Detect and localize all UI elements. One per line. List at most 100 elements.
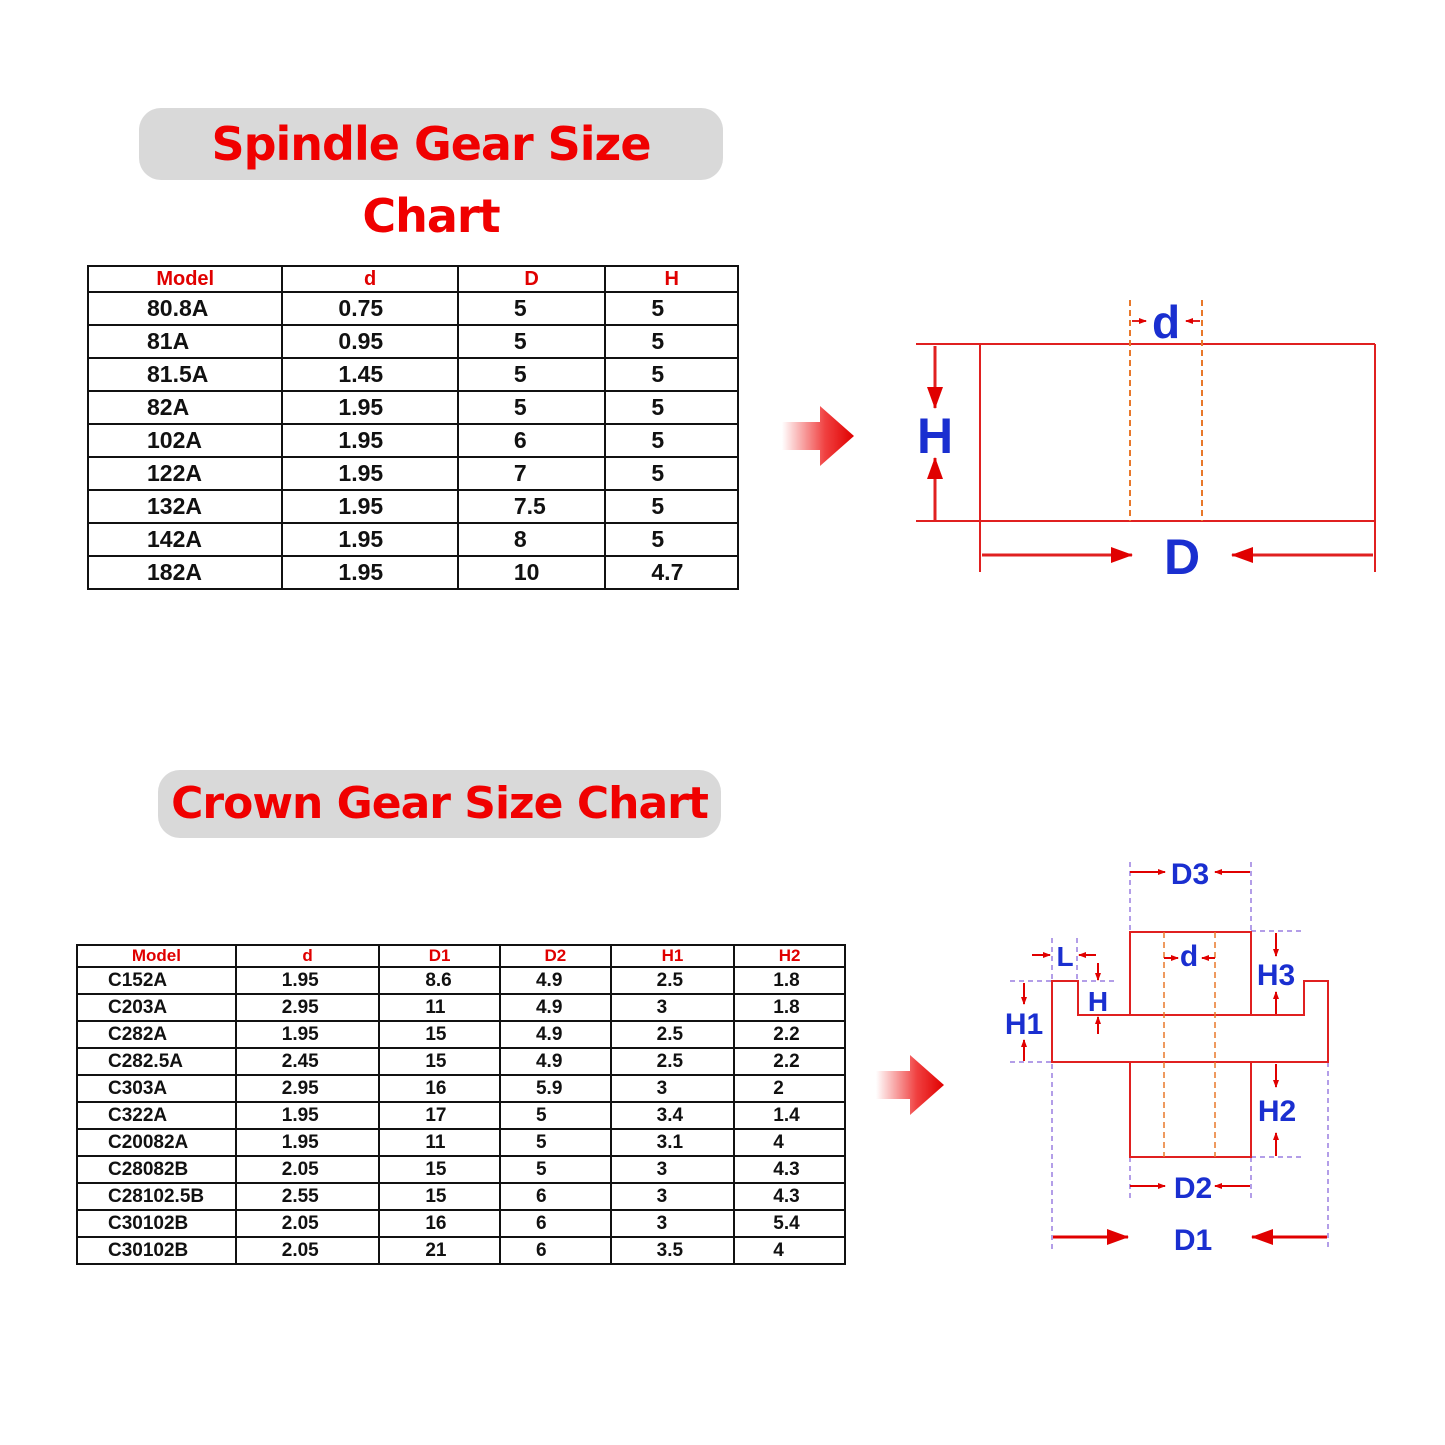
table-cell: 10 <box>456 555 607 590</box>
table-cell: 182A <box>86 555 284 590</box>
table-cell: 5 <box>604 291 739 326</box>
label-H: H <box>1088 986 1108 1017</box>
arrow-right-icon <box>876 1055 944 1115</box>
table-cell: 0.75 <box>281 291 459 326</box>
label-L: L <box>1056 941 1073 972</box>
table-cell: 4.9 <box>498 1047 612 1076</box>
crown-title: Crown Gear Size Chart <box>158 770 721 838</box>
arrow-right-icon <box>782 406 854 466</box>
table-cell: 5 <box>498 1101 612 1130</box>
table-cell: 1.95 <box>281 456 459 491</box>
table-cell: C20082A <box>76 1128 237 1157</box>
label-D3: D3 <box>1171 858 1209 891</box>
table-cell: 0.95 <box>281 324 459 359</box>
table-cell: 3.5 <box>609 1236 736 1265</box>
table-cell: 17 <box>378 1101 501 1130</box>
table-cell: 142A <box>86 522 284 557</box>
table-cell: C282A <box>76 1020 237 1049</box>
table-cell: 2.05 <box>234 1236 381 1265</box>
table-cell: 4.3 <box>733 1182 846 1211</box>
table-cell: 5 <box>456 390 607 425</box>
table-cell: 4 <box>733 1128 846 1157</box>
table-cell: 6 <box>498 1209 612 1238</box>
table-cell: 2.05 <box>234 1209 381 1238</box>
table-cell: 5 <box>604 357 739 392</box>
table-cell: 3 <box>609 993 736 1022</box>
table-cell: 5 <box>604 324 739 359</box>
table-cell: 2.45 <box>234 1047 381 1076</box>
table-cell: 81.5A <box>86 357 284 392</box>
table-cell: 2.5 <box>609 1047 736 1076</box>
table-cell: 5.9 <box>498 1074 612 1103</box>
label-H: H <box>917 408 953 464</box>
table-cell: 5 <box>604 489 739 524</box>
table-cell: 1.8 <box>733 966 846 995</box>
table-cell: C322A <box>76 1101 237 1130</box>
table-cell: 102A <box>86 423 284 458</box>
table-cell: 2.95 <box>234 993 381 1022</box>
table-cell: 1.95 <box>234 966 381 995</box>
table-cell: 5 <box>456 291 607 326</box>
table-cell: 8 <box>456 522 607 557</box>
table-cell: 5 <box>604 522 739 557</box>
label-H3: H3 <box>1257 959 1295 992</box>
table-cell: 6 <box>498 1182 612 1211</box>
table-cell: 1.45 <box>281 357 459 392</box>
column-header: Model <box>86 265 284 293</box>
table-cell: C28082B <box>76 1155 237 1184</box>
table-cell: 7 <box>456 456 607 491</box>
column-header: H2 <box>733 944 846 968</box>
table-cell: 80.8A <box>86 291 284 326</box>
table-cell: 3.1 <box>609 1128 736 1157</box>
table-cell: 5 <box>604 423 739 458</box>
table-cell: 4.3 <box>733 1155 846 1184</box>
table-cell: 1.95 <box>234 1020 381 1049</box>
table-cell: 1.95 <box>281 390 459 425</box>
column-header: d <box>281 265 459 293</box>
table-cell: 5 <box>456 357 607 392</box>
table-cell: C203A <box>76 993 237 1022</box>
table-cell: C303A <box>76 1074 237 1103</box>
table-cell: 6 <box>498 1236 612 1265</box>
table-cell: 4.9 <box>498 966 612 995</box>
column-header: H <box>604 265 739 293</box>
table-cell: 3 <box>609 1074 736 1103</box>
label-d: d <box>1152 296 1180 348</box>
table-cell: 15 <box>378 1020 501 1049</box>
table-cell: 1.95 <box>281 489 459 524</box>
column-header: Model <box>76 944 237 968</box>
table-cell: C282.5A <box>76 1047 237 1076</box>
table-cell: C30102B <box>76 1236 237 1265</box>
table-cell: 4 <box>733 1236 846 1265</box>
table-cell: 81A <box>86 324 284 359</box>
table-cell: 1.95 <box>281 522 459 557</box>
label-D2: D2 <box>1174 1172 1212 1205</box>
label-D1: D1 <box>1174 1224 1212 1257</box>
table-cell: 21 <box>378 1236 501 1265</box>
table-cell: 11 <box>378 1128 501 1157</box>
table-cell: 2.2 <box>733 1047 846 1076</box>
table-cell: C152A <box>76 966 237 995</box>
table-cell: 2.95 <box>234 1074 381 1103</box>
table-cell: 15 <box>378 1155 501 1184</box>
table-cell: 6 <box>456 423 607 458</box>
table-cell: 1.95 <box>234 1101 381 1130</box>
